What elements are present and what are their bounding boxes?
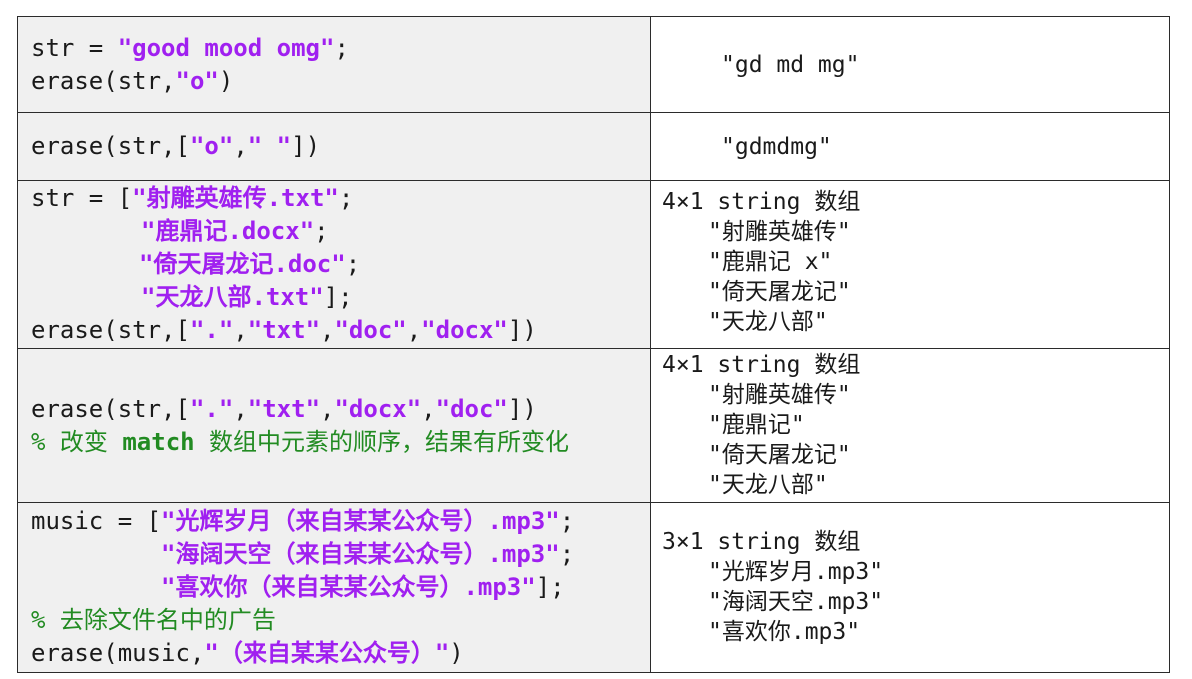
output-item: "鹿鼎记 x" (708, 249, 833, 275)
code-text: ) (218, 66, 234, 95)
code-text: ) (449, 639, 464, 667)
code-comment: % 去除文件名中的广告 (31, 606, 276, 634)
code-text: ]) (507, 316, 537, 344)
string-literal: "doc" (334, 316, 407, 344)
output-header: 4×1 string 数组 (662, 352, 861, 378)
code-line: "海阔天空（来自某某公众号）.mp3"; (31, 538, 650, 571)
string-literal: "海阔天空（来自某某公众号）.mp3" (161, 540, 560, 568)
output-cell: "gdmdmg" (650, 112, 1170, 181)
code-text: , (406, 316, 422, 344)
code-line: erase(str,[".","txt","doc","docx"]) (31, 314, 650, 347)
output-header: 3×1 string 数组 (662, 529, 861, 555)
string-literal: "docx" (334, 394, 422, 423)
output-cell: 4×1 string 数组 "射雕英雄传" "鹿鼎记 x" "倚天屠龙记" "天… (650, 180, 1170, 349)
code-text: erase(str,[ (31, 316, 190, 344)
code-line: str = "good mood omg"; (31, 32, 650, 65)
output-value: "gdmdmg" (721, 133, 832, 160)
code-text: erase(str,[ (31, 394, 190, 423)
code-text: str = (31, 33, 118, 62)
output-item: "倚天屠龙记" (708, 279, 851, 305)
string-literal: "倚天屠龙记.doc" (139, 250, 346, 278)
code-text: erase(str, (31, 66, 176, 95)
code-line: erase(music,"（来自某某公众号）") (31, 637, 650, 670)
code-line: "倚天屠龙记.doc"; (31, 248, 650, 281)
code-text: ; (338, 184, 354, 212)
output-item: "鹿鼎记" (708, 412, 805, 438)
string-literal: "（来自某某公众号）" (204, 639, 450, 667)
output-item: "天龙八部" (708, 309, 828, 335)
output-cell: "gd md mg" (650, 16, 1170, 113)
string-literal: " " (247, 132, 292, 160)
string-literal: "鹿鼎记.docx" (141, 217, 315, 245)
code-cell: erase(str,[".","txt","docx","doc"]) % 改变… (17, 348, 651, 503)
example-row-5: music = ["光辉岁月（来自某某公众号）.mp3"; "海阔天空（来自某某… (17, 502, 1170, 673)
string-literal: "o" (189, 132, 234, 160)
comment-text: % 改变 (31, 427, 123, 456)
string-literal: "txt" (247, 394, 321, 423)
code-text: ; (559, 507, 575, 535)
string-literal: "o" (175, 66, 219, 95)
string-literal: "喜欢你（来自某某公众号）.mp3" (161, 573, 536, 601)
code-text: erase(str,[ (31, 132, 190, 160)
erase-examples-table: str = "good mood omg"; erase(str,"o") "g… (17, 16, 1170, 673)
code-cell: music = ["光辉岁月（来自某某公众号）.mp3"; "海阔天空（来自某某… (17, 502, 651, 673)
code-text: , (233, 394, 248, 423)
output-item: "射雕英雄传" (708, 219, 851, 245)
string-literal: "射雕英雄传.txt" (132, 184, 339, 212)
code-text: ]) (291, 132, 321, 160)
comment-keyword: match (122, 427, 195, 456)
code-text: erase(music, (31, 639, 205, 667)
code-text: ]; (535, 573, 565, 601)
output-value: "gd md mg" (721, 51, 860, 78)
string-literal: "doc" (435, 394, 508, 423)
code-line: erase(str,[".","txt","docx","doc"]) (31, 393, 650, 426)
code-text: , (233, 316, 248, 344)
string-literal: "光辉岁月（来自某某公众号）.mp3" (161, 507, 560, 535)
code-cell: str = "good mood omg"; erase(str,"o") (17, 16, 651, 113)
code-text: ]; (323, 283, 353, 311)
code-text: , (320, 316, 335, 344)
string-literal: "good mood omg" (117, 33, 335, 62)
code-line: str = ["射雕英雄传.txt"; (31, 182, 650, 215)
code-line: erase(str,"o") (31, 65, 650, 98)
code-text: , (421, 394, 436, 423)
string-literal: "docx" (421, 316, 508, 344)
code-comment: % 改变 match 数组中元素的顺序，结果有所变化 (31, 426, 650, 459)
code-text: str = [ (31, 184, 133, 212)
code-cell: str = ["射雕英雄传.txt"; "鹿鼎记.docx"; "倚天屠龙记.d… (17, 180, 651, 349)
string-literal: "txt" (247, 316, 321, 344)
code-line: "鹿鼎记.docx"; (31, 215, 650, 248)
code-line: "天龙八部.txt"]; (31, 281, 650, 314)
code-text: ; (345, 250, 361, 278)
code-text: music = [ (31, 507, 162, 535)
string-literal: "." (189, 394, 234, 423)
code-text: ; (334, 33, 349, 62)
code-text: , (233, 132, 248, 160)
code-cell: erase(str,["o"," "]) (17, 112, 651, 181)
example-row-2: erase(str,["o"," "]) "gdmdmg" (17, 112, 1170, 181)
code-line: erase(str,["o"," "]) (31, 130, 650, 163)
code-text: , (320, 394, 335, 423)
output-item: "海阔天空.mp3" (708, 589, 884, 615)
example-row-4: erase(str,[".","txt","docx","doc"]) % 改变… (17, 348, 1170, 503)
code-text: ; (314, 217, 329, 245)
output-cell: 3×1 string 数组 "光辉岁月.mp3" "海阔天空.mp3" "喜欢你… (650, 502, 1170, 673)
output-cell: 4×1 string 数组 "射雕英雄传" "鹿鼎记" "倚天屠龙记" "天龙八… (650, 348, 1170, 503)
example-row-1: str = "good mood omg"; erase(str,"o") "g… (17, 16, 1170, 113)
output-item: "喜欢你.mp3" (708, 619, 861, 645)
code-line: "喜欢你（来自某某公众号）.mp3"]; (31, 571, 650, 604)
output-header: 4×1 string 数组 (662, 189, 861, 215)
output-item: "射雕英雄传" (708, 382, 851, 408)
output-item: "光辉岁月.mp3" (708, 559, 884, 585)
string-literal: "天龙八部.txt" (141, 283, 324, 311)
output-item: "倚天屠龙记" (708, 442, 851, 468)
output-item: "天龙八部" (708, 472, 828, 498)
code-text: ]) (507, 394, 537, 423)
code-line: music = ["光辉岁月（来自某某公众号）.mp3"; (31, 505, 650, 538)
string-literal: "." (189, 316, 234, 344)
example-row-3: str = ["射雕英雄传.txt"; "鹿鼎记.docx"; "倚天屠龙记.d… (17, 180, 1170, 349)
comment-text: 数组中元素的顺序，结果有所变化 (194, 427, 570, 456)
code-text: ; (559, 540, 575, 568)
